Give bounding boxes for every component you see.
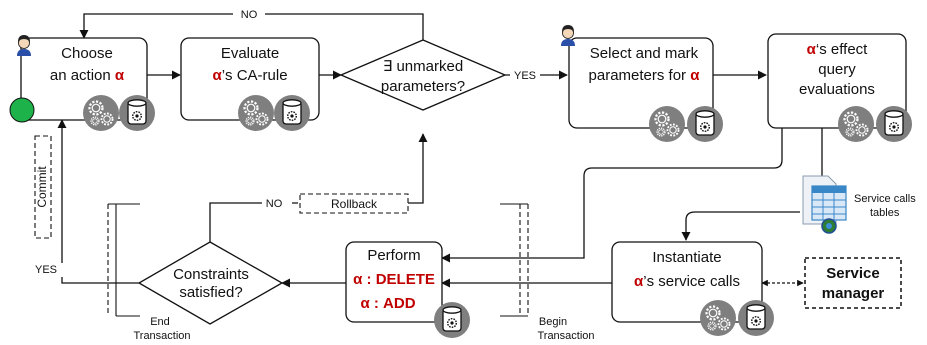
node-choose-action: Choose an action α [20,37,156,132]
gears-icon [700,300,736,336]
rollback-label: Rollback [331,197,378,211]
user-icon [16,34,32,57]
database-icon [433,301,471,339]
evaluate-line2: α’s CA-rule [212,67,287,84]
end-transaction-label-1: End [150,316,170,328]
decision-params-line2: parameters? [381,78,465,95]
node-evaluate-ca-rule: Evaluate α’s CA-rule [180,37,320,132]
begin-transaction-bracket [500,203,529,317]
edge-label-yes-constraints: YES [35,264,57,276]
gears-icon [83,95,119,131]
start-node [9,97,35,123]
service-tables-icon [802,175,847,234]
begin-transaction-label-1: Begin [539,316,567,328]
service-manager-line2: manager [822,285,885,302]
instantiate-line2: α’s service calls [634,273,740,290]
database-icon [118,94,156,132]
node-effect-query-evaluations: α‘s effect query evaluations [767,33,913,143]
database-icon [875,105,913,143]
database-icon [273,94,311,132]
select-line1: Select and mark [590,45,699,62]
select-line2: parameters for α [589,67,701,84]
commit-label: Commit [35,166,49,208]
user-icon [560,24,576,47]
commit-box: Commit [34,135,52,239]
decision-constraints-satisfied: Constraints satisfied? [137,241,284,325]
gears-icon [649,106,685,142]
gears-icon [838,106,874,142]
edge-constraints-yes-to-choose [57,119,139,284]
node-select-mark-parameters: Select and mark parameters for α [568,37,724,143]
perform-add: α : ADD [360,295,415,312]
node-instantiate-service-calls: Instantiate α’s service calls [611,241,775,337]
database-icon [686,105,724,143]
edges [57,13,823,288]
decision-params-line1: ∃ unmarked [383,58,463,75]
service-manager-line1: Service [826,265,879,282]
database-icon [737,299,775,337]
end-transaction-label-2: Transaction [133,330,190,342]
instantiate-line1: Instantiate [652,249,721,266]
edge-label-yes-params: YES [514,70,536,82]
constraints-line1: Constraints [173,266,249,283]
end-transaction-bracket [107,203,140,317]
edge-tables-to-instantiate [681,211,800,241]
perform-delete: α : DELETE [353,271,435,288]
begin-transaction-label-2: Transaction [537,330,594,342]
effect-line2: query [818,61,856,78]
gears-icon [238,95,274,131]
node-perform: Perform α : DELETE α : ADD [345,241,471,339]
perform-line1: Perform [367,247,420,264]
edge-label-no-rollback: NO [266,198,283,210]
decision-unmarked-parameters: ∃ unmarked parameters? [339,39,507,111]
service-tables-label-2: tables [870,207,900,219]
constraints-line2: satisfied? [179,284,242,301]
choose-line2: an action α [50,67,125,84]
effect-line3: evaluations [799,81,875,98]
evaluate-line1: Evaluate [221,45,279,62]
effect-line1: α‘s effect [807,41,868,58]
service-tables-label-1: Service calls [854,193,916,205]
edge-label-no-top: NO [241,9,258,21]
rollback-box: Rollback [299,193,409,214]
edge-rollback-to-decision [408,133,428,204]
edge-effect-to-perform [441,128,783,263]
service-manager-box: Service manager [804,257,902,309]
choose-line1: Choose [61,45,113,62]
